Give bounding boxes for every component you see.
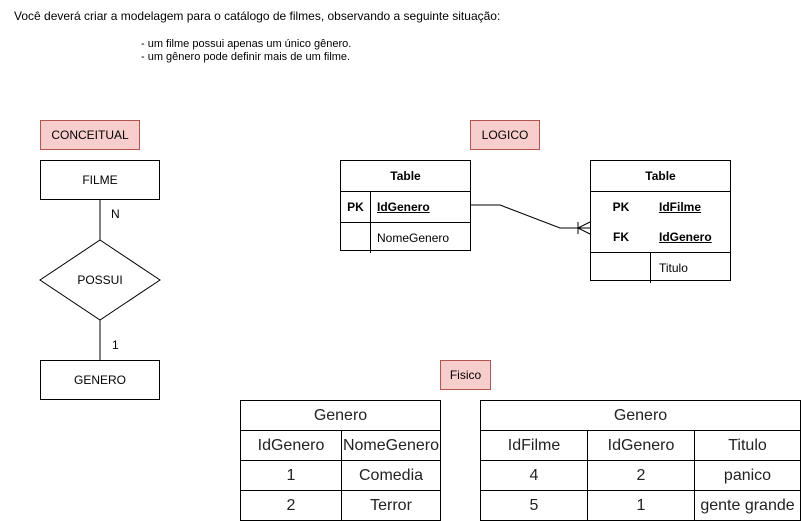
key-cell: PK xyxy=(612,200,630,214)
table-row: 4 2 panico xyxy=(480,460,801,491)
column-header: NomeGenero xyxy=(341,430,441,461)
physical-table-filme: Genero IdFilme IdGenero Titulo 4 2 panic… xyxy=(480,400,801,521)
key-cell xyxy=(341,223,371,253)
physical-table-genero: Genero IdGenero NomeGenero 1 Comedia 2 T… xyxy=(240,400,441,521)
physical-label: Fisico xyxy=(440,360,491,390)
field-cell: Titulo xyxy=(659,261,688,275)
entity-genero: GENERO xyxy=(40,360,160,400)
conceptual-label: CONCEITUAL xyxy=(40,120,140,150)
key-cell: PK xyxy=(341,192,371,222)
field-cell: IdFilme xyxy=(659,200,702,214)
logical-table-genero: Table PK IdGenero NomeGenero xyxy=(340,160,471,253)
rule-2: - um gênero pode definir mais de um film… xyxy=(141,51,351,63)
table-cell: 1 xyxy=(240,460,342,491)
table-title: Genero xyxy=(240,400,441,431)
table-row: PK IdFilme xyxy=(591,192,730,222)
table-row: 5 1 gente grande xyxy=(480,490,801,521)
table-row: 2 Terror xyxy=(240,490,441,521)
table-row: 1 Comedia xyxy=(240,460,441,491)
table-title: Table xyxy=(341,161,470,192)
rule-1: - um filme possui apenas um único gênero… xyxy=(141,38,352,50)
logical-table-filme: Table PK IdFilme FK IdGenero Titulo xyxy=(590,160,731,283)
cardinality-1: 1 xyxy=(112,338,119,352)
table-cell: Comedia xyxy=(341,460,441,491)
instructions-intro: Você deverá criar a modelagem para o cat… xyxy=(14,9,501,23)
column-header: IdFilme xyxy=(480,430,588,461)
table-header-row: IdFilme IdGenero Titulo xyxy=(480,430,801,461)
table-cell: gente grande xyxy=(694,490,801,521)
table-cell: 2 xyxy=(587,460,695,491)
field-cell: IdGenero xyxy=(659,230,712,244)
key-cell xyxy=(591,253,651,283)
table-title-row: Genero xyxy=(480,400,801,431)
table-row: NomeGenero xyxy=(341,222,470,253)
column-header: IdGenero xyxy=(240,430,342,461)
column-header: IdGenero xyxy=(587,430,695,461)
key-cell: FK xyxy=(613,230,629,244)
table-cell: Terror xyxy=(341,490,441,521)
table-title: Table xyxy=(591,161,730,192)
table-header-row: IdGenero NomeGenero xyxy=(240,430,441,461)
table-title: Genero xyxy=(480,400,801,431)
field-cell: IdGenero xyxy=(377,200,430,214)
table-row: FK IdGenero xyxy=(591,222,730,252)
column-header: Titulo xyxy=(694,430,801,461)
table-cell: 1 xyxy=(587,490,695,521)
relationship-diamond xyxy=(39,239,161,321)
table-cell: 4 xyxy=(480,460,588,491)
table-cell: 5 xyxy=(480,490,588,521)
logical-label: LOGICO xyxy=(470,120,540,150)
field-cell: NomeGenero xyxy=(377,231,450,245)
entity-filme: FILME xyxy=(40,160,160,200)
table-cell: panico xyxy=(694,460,801,491)
table-row: PK IdGenero xyxy=(341,192,470,222)
table-row: Titulo xyxy=(591,252,730,283)
table-title-row: Genero xyxy=(240,400,441,431)
relationship-possui: POSSUI xyxy=(77,273,123,287)
table-cell: 2 xyxy=(240,490,342,521)
cardinality-n: N xyxy=(111,207,120,221)
logical-relation-line xyxy=(470,204,590,229)
